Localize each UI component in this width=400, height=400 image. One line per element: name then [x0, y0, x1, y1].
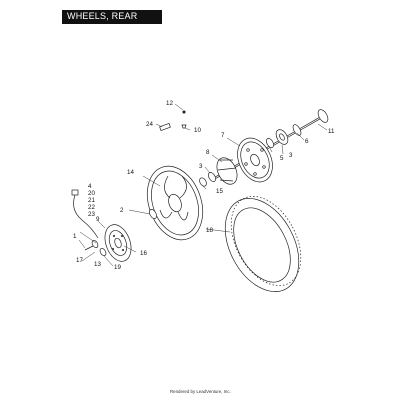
spacer-15-part	[199, 177, 207, 187]
rotor-bolt-part	[84, 239, 99, 251]
callout-11: 11	[328, 128, 335, 135]
diagram-title: WHEELS, REAR	[67, 11, 138, 21]
balance-weight-part	[159, 122, 171, 132]
callout-2: 2	[120, 207, 124, 214]
callout-22: 22	[88, 204, 95, 211]
callout-8: 8	[206, 149, 210, 156]
callout-20: 20	[88, 190, 95, 197]
callout-5: 5	[280, 155, 284, 162]
leader-lines	[78, 103, 328, 267]
footer-credit: Rendered by LeadVenture, Inc.	[170, 389, 231, 394]
callout-21: 21	[88, 197, 95, 204]
callout-6: 6	[305, 138, 309, 145]
callout-13: 13	[94, 261, 101, 268]
bearing-3-right-part	[266, 138, 274, 148]
spacer-2-part	[149, 209, 157, 219]
bolt-19-part	[99, 247, 107, 257]
callout-16: 16	[140, 250, 147, 257]
callout-4: 4	[88, 183, 92, 190]
callout-1: 1	[73, 233, 77, 240]
diagram-title-bar: WHEELS, REAR	[62, 10, 162, 24]
washer-6-part	[292, 124, 302, 136]
rear-wheel-part	[146, 165, 204, 241]
callout-9: 9	[96, 216, 100, 223]
valve-stem-part	[181, 110, 187, 129]
callout-12: 12	[166, 100, 173, 107]
spacer-5-part	[275, 129, 289, 145]
callout-7: 7	[221, 132, 225, 139]
callout-17: 17	[76, 257, 83, 264]
bearing-3-left-part	[208, 172, 216, 182]
brake-rotor-part	[104, 224, 132, 262]
sprocket-part	[237, 137, 273, 183]
callout-18: 18	[206, 227, 213, 234]
callout-labels: 11 6 5 3 7 8 3 15 14 10 12 24 2 16 9 1 1…	[73, 100, 335, 271]
callout-19: 19	[114, 264, 121, 271]
callout-15: 15	[216, 188, 223, 195]
rear-tire-part	[224, 195, 302, 292]
cush-drive-part	[216, 157, 238, 185]
callout-24: 24	[146, 121, 153, 128]
callout-14: 14	[127, 169, 134, 176]
callout-23: 23	[88, 211, 95, 218]
speed-sensor-part	[71, 189, 99, 239]
callout-3-left: 3	[199, 163, 203, 170]
callout-3-right: 3	[289, 152, 293, 159]
callout-10: 10	[194, 127, 201, 134]
